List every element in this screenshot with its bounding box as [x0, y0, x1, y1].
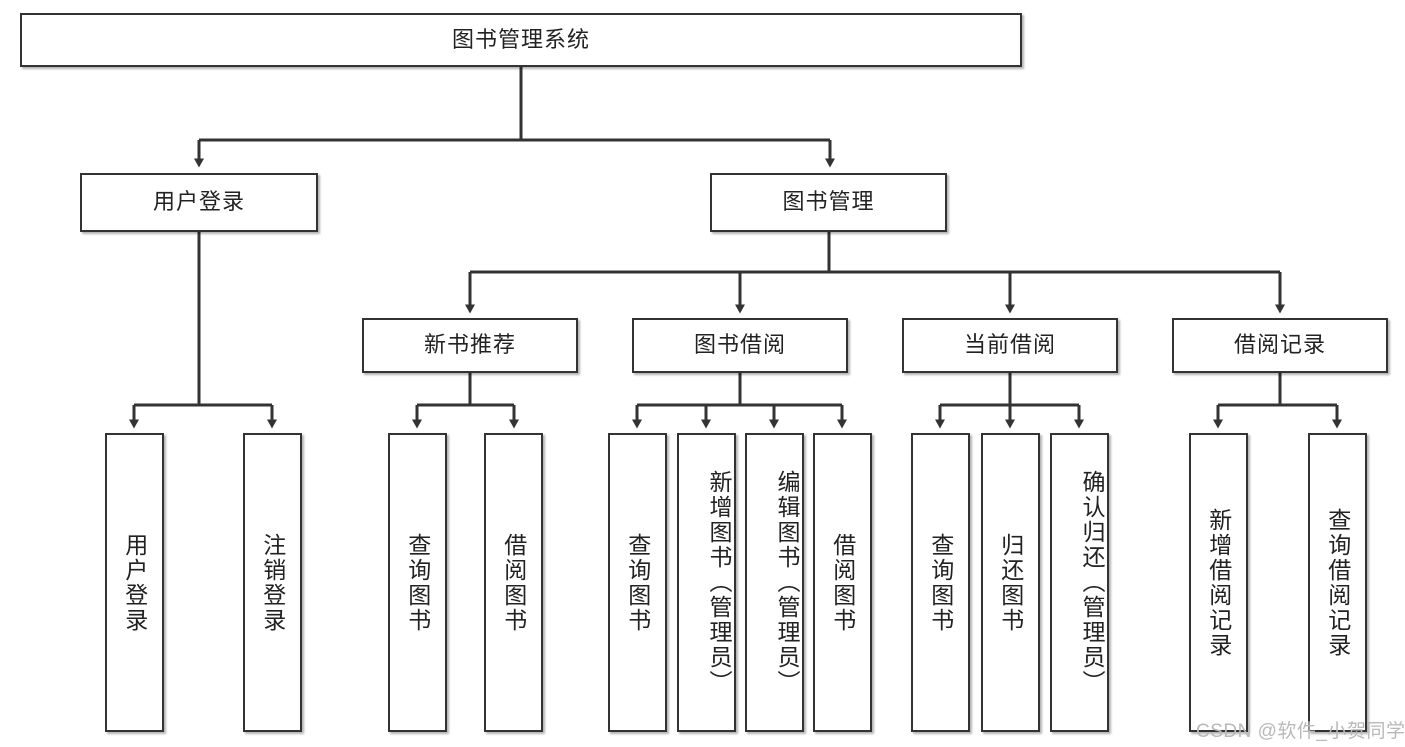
node-leaf-add-book-admin[interactable]: 新增图书（管理员） [677, 433, 736, 732]
node-title[interactable]: 图书管理系统 [20, 13, 1022, 67]
node-borrow-record[interactable]: 借阅记录 [1172, 318, 1388, 373]
node-leaf-edit-book-admin[interactable]: 编辑图书（管理员） [745, 433, 804, 732]
node-leaf-query-book-3[interactable]: 查询图书 [911, 433, 970, 732]
node-leaf-query-borrow-record[interactable]: 查询借阅记录 [1308, 433, 1367, 732]
node-new-book-recommend[interactable]: 新书推荐 [362, 318, 578, 373]
node-leaf-borrow-book-1[interactable]: 借阅图书 [484, 433, 543, 732]
node-leaf-add-borrow-record[interactable]: 新增借阅记录 [1189, 433, 1248, 732]
node-leaf-user-login[interactable]: 用户登录 [105, 433, 164, 732]
node-book-management[interactable]: 图书管理 [710, 173, 947, 232]
node-book-borrow[interactable]: 图书借阅 [632, 318, 848, 373]
watermark: CSDN @软件_小贺同学 [1196, 721, 1405, 742]
node-leaf-borrow-book-2[interactable]: 借阅图书 [813, 433, 872, 732]
node-leaf-query-book-2[interactable]: 查询图书 [608, 433, 667, 732]
node-leaf-return-book[interactable]: 归还图书 [981, 433, 1040, 732]
node-current-borrow[interactable]: 当前借阅 [902, 318, 1118, 373]
node-user-login[interactable]: 用户登录 [80, 173, 318, 232]
node-leaf-query-book-1[interactable]: 查询图书 [388, 433, 447, 732]
node-leaf-confirm-return-admin[interactable]: 确认归还（管理员） [1050, 433, 1109, 732]
node-leaf-logout-login[interactable]: 注销登录 [243, 433, 302, 732]
